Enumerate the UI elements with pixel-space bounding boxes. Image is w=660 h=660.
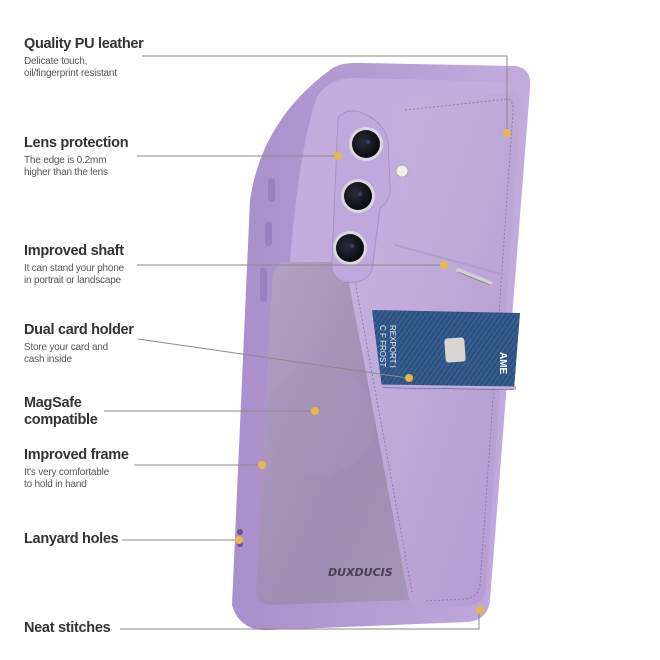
feature-title: Improved frame [24, 447, 129, 463]
feature-title: compatible [24, 412, 98, 428]
marker-dot [258, 461, 266, 469]
feature-markers [235, 129, 511, 614]
card-text: REXPORT I [388, 325, 397, 368]
marker-dot [405, 374, 413, 382]
camera-lens-2 [341, 179, 375, 213]
magsafe-ring [265, 365, 375, 475]
feature-title: Dual card holder [24, 322, 134, 338]
feature-description: It can stand your phone in portrait or l… [24, 263, 124, 286]
feature-title: Neat stitches [24, 620, 111, 636]
feature-description: Delicate touch, oil/fingerprint resistan… [24, 56, 117, 79]
feature-title: MagSafe [24, 395, 82, 411]
side-button [268, 178, 275, 202]
feature-neat-stitches: Neat stitches [24, 620, 111, 637]
marker-dot [235, 536, 243, 544]
camera-lens-3 [333, 231, 367, 265]
stitch-line [351, 263, 413, 593]
side-button [265, 222, 272, 246]
marker-dot [476, 606, 484, 614]
card-chip [444, 337, 466, 363]
shaft-hinge [456, 268, 492, 285]
feature-improved-shaft: Improved shaft It can stand your phone i… [24, 243, 124, 287]
marker-dot [334, 152, 342, 160]
feature-title: Lanyard holes [24, 531, 119, 547]
marker-dot [311, 407, 319, 415]
feature-description: The edge is 0.2mm higher than the lens [24, 155, 108, 178]
feature-magsafe: MagSafe compatible [24, 395, 98, 429]
marker-dot [440, 261, 448, 269]
brand-logo: DUXDUCIS [328, 566, 393, 579]
camera-lens-1 [349, 127, 383, 161]
feature-improved-frame: Improved frame It's very comfortable to … [24, 447, 129, 491]
side-button [260, 268, 267, 302]
feature-lens-protection: Lens protection The edge is 0.2mm higher… [24, 135, 129, 179]
feature-lanyard-holes: Lanyard holes [24, 531, 119, 548]
feature-description: Store your card and cash inside [24, 342, 109, 365]
marker-dot [503, 129, 511, 137]
flash-icon [395, 164, 409, 178]
feature-dual-card-holder: Dual card holder Store your card and cas… [24, 322, 134, 366]
card-brand: AME [497, 352, 508, 375]
lanyard-hole [237, 529, 243, 535]
leader-lines [104, 55, 508, 630]
feature-title: Quality PU leather [24, 36, 144, 52]
feature-pu-leather: Quality PU leather Delicate touch, oil/f… [24, 36, 144, 80]
feature-title: Lens protection [24, 135, 129, 151]
feature-description: It's very comfortable to hold in hand [24, 467, 109, 490]
feature-title: Improved shaft [24, 243, 124, 259]
card-text: C F FROST [378, 325, 387, 367]
